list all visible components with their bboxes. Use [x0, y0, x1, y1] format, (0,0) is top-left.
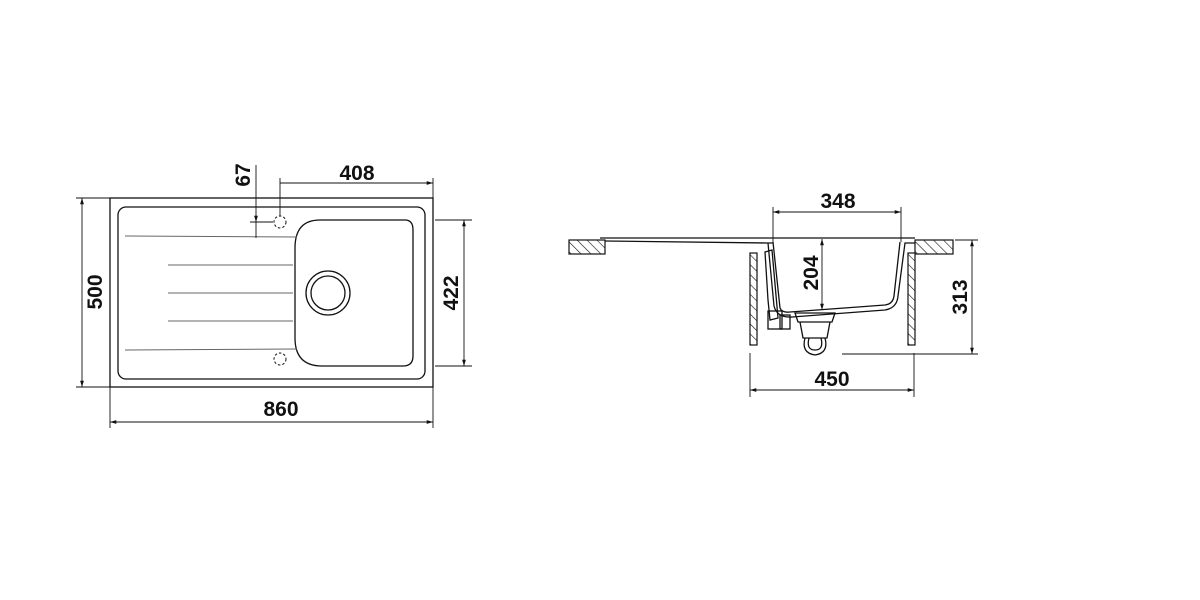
- sink-inner-rim: [117, 206, 426, 380]
- dimension-label: 450: [814, 368, 849, 391]
- cabinet-wall-right: [907, 252, 916, 346]
- dimension-bowl-length: 408: [279, 162, 434, 216]
- dimension-label: 408: [339, 162, 374, 185]
- drain-outer: [305, 270, 351, 316]
- dimension-label: 860: [263, 398, 298, 421]
- dimension-bowl-width: 422: [435, 219, 472, 367]
- dimension-bowl-inner-width: 348: [772, 190, 902, 242]
- countertop-right: [914, 239, 954, 255]
- countertop-left: [568, 239, 606, 255]
- drain-inner: [310, 275, 346, 311]
- dimension-label: 313: [949, 279, 972, 314]
- dimension-label: 348: [820, 190, 855, 213]
- tap-hole-icon: [273, 215, 287, 229]
- dimension-label: 204: [800, 255, 823, 290]
- bowl-outline: [294, 219, 414, 367]
- dimension-min-cabinet-width: 450: [749, 353, 915, 397]
- dimension-overall-length: 860: [109, 387, 434, 428]
- sink-section: [600, 237, 915, 356]
- dimension-bowl-depth: 204: [800, 239, 824, 310]
- sink-outline: [109, 197, 434, 388]
- side-view: 348 204 313 450: [568, 190, 978, 397]
- cabinet-wall-left: [749, 252, 758, 346]
- drainboard-grooves: [124, 235, 298, 351]
- dimension-label: 500: [84, 274, 107, 309]
- dimension-tap-hole-offset: 67: [232, 163, 273, 238]
- dimension-label: 422: [440, 275, 463, 310]
- dimension-label: 67: [232, 163, 255, 186]
- overflow-hole-icon: [273, 352, 287, 366]
- top-view: 500 422 860 408 67: [76, 162, 472, 428]
- dimension-total-depth: 313: [842, 239, 978, 355]
- dimension-overall-width: 500: [76, 197, 132, 388]
